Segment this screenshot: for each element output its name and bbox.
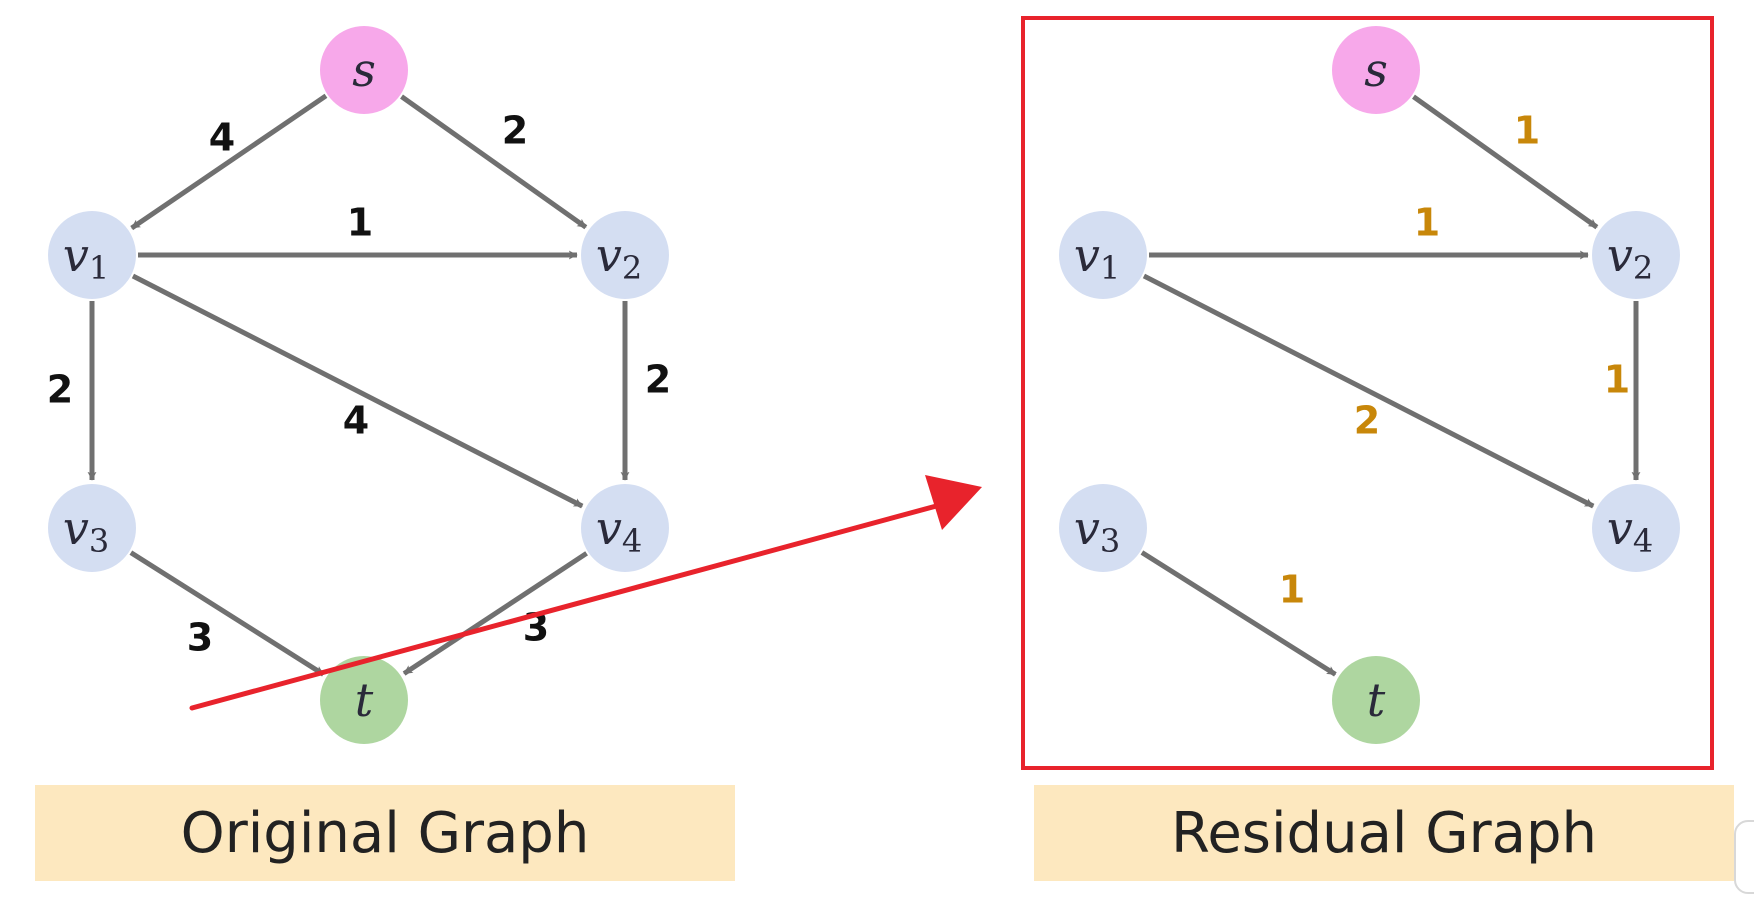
original-node-t-circle (320, 656, 408, 744)
original-edge-s-v2 (400, 94, 588, 230)
residual-node-v3: v3 (1059, 484, 1147, 572)
residual-node-s: s (1332, 26, 1420, 114)
residual-node-v4-label: v4 (1607, 501, 1653, 560)
original-node-v2: v2 (581, 211, 669, 299)
original-node-s: s (320, 26, 408, 114)
original-edge-capacity-v1-v4: 4 (343, 399, 369, 443)
residual-node-t: t (1332, 656, 1420, 744)
original-edge-capacity-v1-v3: 2 (47, 368, 73, 412)
original-node-t: t (320, 656, 408, 744)
original-edge-capacity-s-v1: 4 (209, 116, 235, 160)
residual-node-v2-label: v2 (1607, 228, 1653, 287)
original-edge-capacity-v1-v2: 1 (347, 201, 373, 245)
original-node-t-label: t (355, 673, 374, 727)
original-edge-v3-t (129, 550, 325, 677)
residual-edge-v3-t (1140, 550, 1337, 677)
residual-node-v2-circle (1592, 211, 1680, 299)
residual-node-v3-label: v3 (1074, 501, 1120, 560)
annotation-arrow (189, 475, 982, 711)
residual-node-v4-circle (1592, 484, 1680, 572)
residual-node-v4: v4 (1592, 484, 1680, 572)
residual-graph-edges: 1 1 2 1 1 (1140, 94, 1641, 677)
residual-edge-capacity-v1-v4: 2 (1354, 399, 1380, 443)
residual-node-v1-label: v1 (1074, 228, 1120, 287)
residual-edge-capacity-v2-v4: 1 (1604, 358, 1630, 402)
original-node-v1: v1 (48, 211, 136, 299)
residual-node-v1-circle (1059, 211, 1147, 299)
original-node-v4-circle (581, 484, 669, 572)
original-node-v1-label: v1 (63, 228, 109, 287)
original-node-v2-circle (581, 211, 669, 299)
residual-node-s-label: s (1364, 43, 1388, 97)
residual-graph-caption: Residual Graph (1034, 785, 1734, 881)
residual-edge-capacity-v3-t: 1 (1279, 568, 1305, 612)
residual-graph-highlight-box (1021, 16, 1714, 770)
original-edge-s-v1 (130, 93, 328, 231)
original-graph-caption: Original Graph (35, 785, 735, 881)
original-node-v4-label: v4 (596, 501, 642, 560)
residual-edge-s-v2 (1412, 94, 1599, 230)
residual-edge-capacity-v1-v2: 1 (1414, 201, 1440, 245)
original-node-v3-label: v3 (63, 501, 109, 560)
original-node-v3: v3 (48, 484, 136, 572)
original-graph-nodes: s v1 v2 v3 v4 t (48, 26, 669, 744)
original-node-v4: v4 (581, 484, 669, 572)
residual-edge-v1-v4 (1142, 273, 1595, 509)
residual-edge-capacity-s-v2: 1 (1514, 109, 1540, 153)
original-node-v1-circle (48, 211, 136, 299)
residual-graph-nodes: s v1 v2 v3 v4 t (1059, 26, 1680, 744)
residual-graph: 1 1 2 1 1 s v1 v2 v3 v4 t (1059, 26, 1680, 744)
residual-node-t-circle (1332, 656, 1420, 744)
residual-node-v2: v2 (1592, 211, 1680, 299)
residual-node-v3-circle (1059, 484, 1147, 572)
original-node-s-label: s (352, 43, 376, 97)
original-node-v3-circle (48, 484, 136, 572)
residual-node-s-circle (1332, 26, 1420, 114)
original-edge-capacity-v2-v4: 2 (645, 358, 671, 402)
side-scroll-handle[interactable] (1734, 820, 1754, 894)
original-node-s-circle (320, 26, 408, 114)
residual-node-v1: v1 (1059, 211, 1147, 299)
original-edge-v4-t (402, 551, 588, 676)
residual-node-t-label: t (1367, 673, 1386, 727)
original-edge-v1-v4 (131, 273, 584, 509)
original-edge-capacity-v3-t: 3 (187, 616, 213, 660)
original-node-v2-label: v2 (596, 228, 642, 287)
original-edge-capacity-s-v2: 2 (502, 109, 528, 153)
